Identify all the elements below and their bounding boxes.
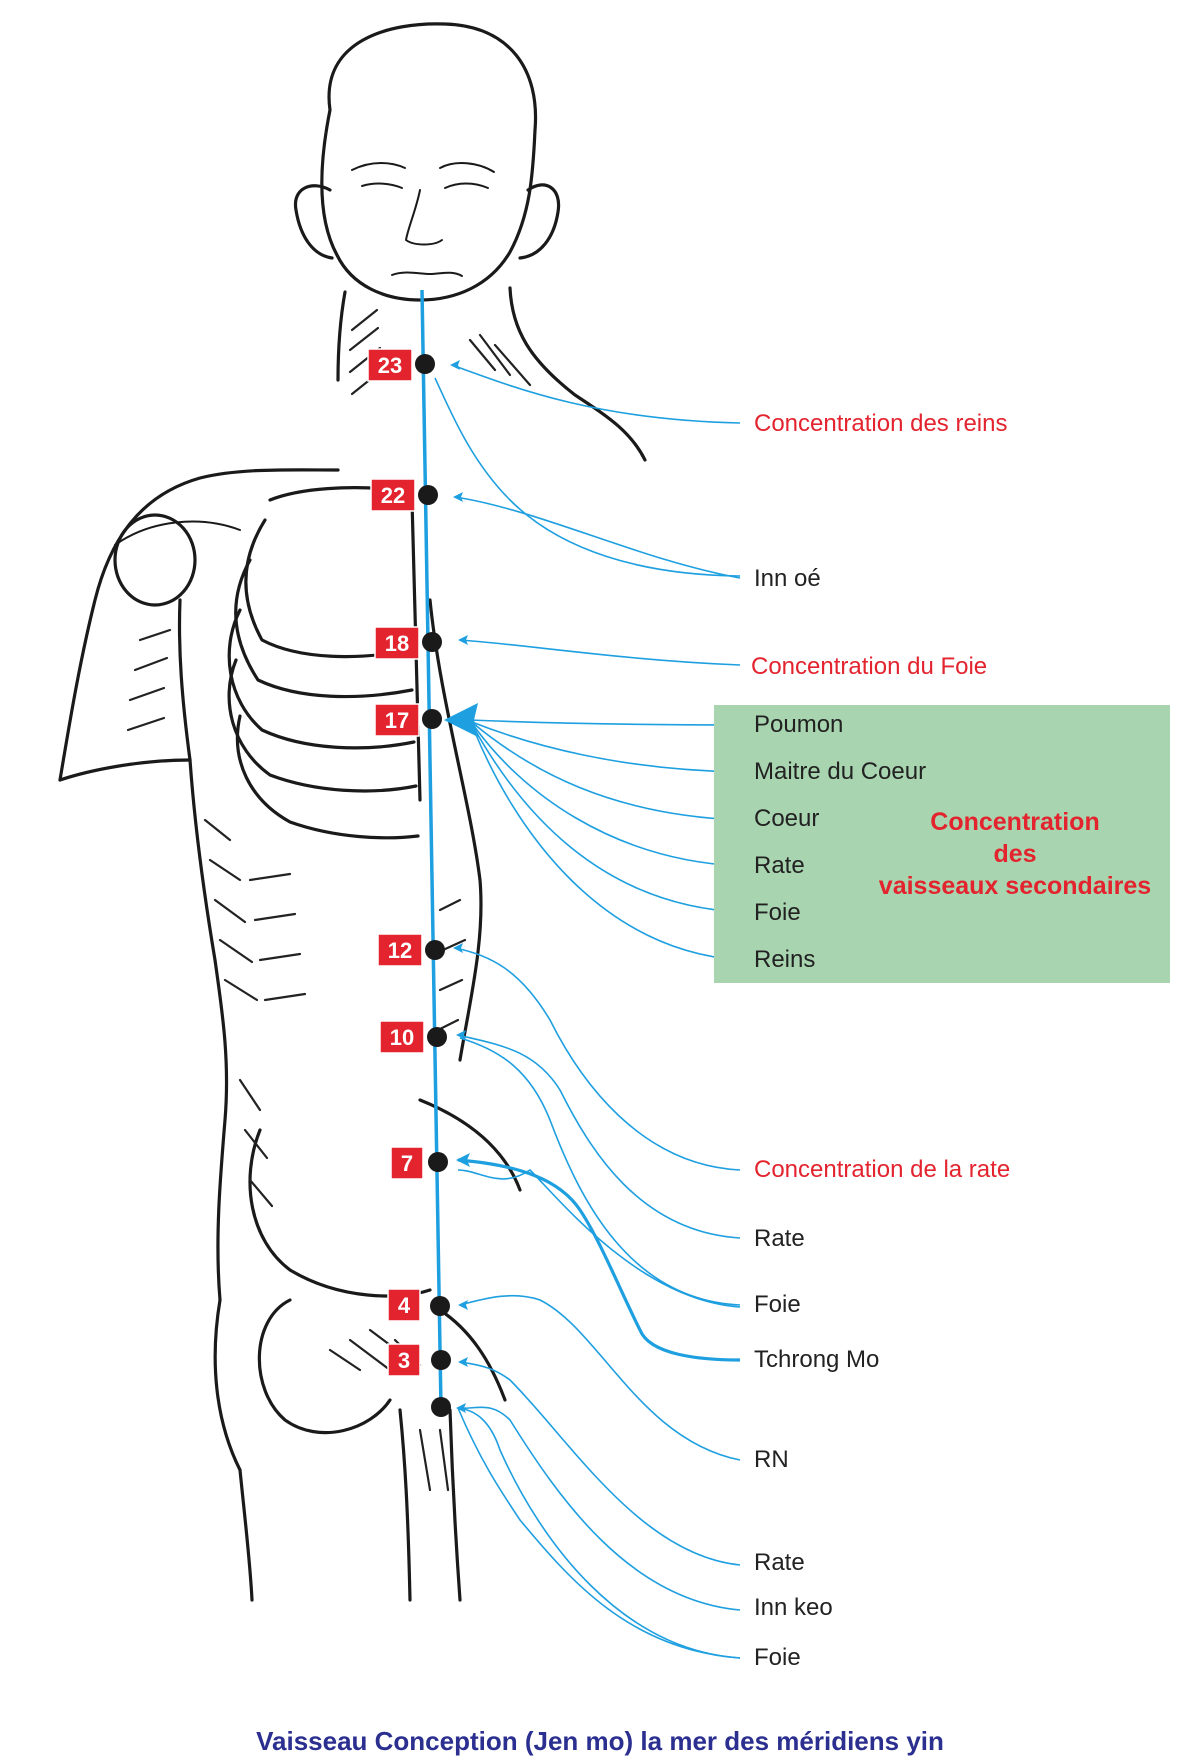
point-dot	[425, 940, 445, 960]
acupoint-4: 4	[387, 1288, 450, 1322]
acupoint-3: 3	[387, 1343, 451, 1377]
point-number: 23	[378, 353, 402, 378]
pelvis-left	[213, 1298, 242, 1472]
point-number: 22	[381, 483, 405, 508]
secondary-vessels-box	[714, 705, 1170, 983]
acupoint-10: 10	[379, 1020, 447, 1054]
conception-vessel-line	[420, 289, 443, 1409]
point-dot	[431, 1350, 451, 1370]
point-dot-end	[431, 1397, 451, 1417]
label-rate-a: Rate	[754, 1225, 805, 1252]
human-figure-illustration	[58, 22, 647, 1602]
point-badge	[370, 478, 416, 512]
group-title-line2: des	[993, 840, 1037, 868]
left-shoulder	[58, 468, 340, 782]
group-item-coeur: Coeur	[754, 805, 820, 832]
point-badge	[374, 703, 420, 737]
point-number: 12	[388, 938, 412, 963]
acupoint-23: 23	[367, 348, 435, 382]
label-rn: RN	[754, 1446, 789, 1473]
point-number: 18	[385, 631, 409, 656]
group-item-maitre-du-coeur: Maitre du Coeur	[754, 758, 927, 785]
label-foie-a: Foie	[754, 1291, 801, 1318]
label-inn-oe: Inn oé	[754, 565, 821, 592]
group-item-reins: Reins	[754, 946, 816, 973]
label-concentration-foie: Concentration du Foie	[751, 653, 988, 680]
group-item-foie: Foie	[754, 899, 801, 926]
right-ear	[518, 183, 561, 260]
group-title-line1: Concentration	[930, 808, 1100, 836]
figure-caption: Vaisseau Conception (Jen mo) la mer des …	[256, 1726, 944, 1756]
pelvis-right	[438, 1308, 507, 1402]
left-ear	[293, 184, 334, 260]
point-badge	[379, 1020, 425, 1054]
left-thigh	[238, 1468, 254, 1602]
label-tchrong-mo: Tchrong Mo	[754, 1346, 880, 1373]
acupoints: 23 22 18 17 12 10 7 4 3	[367, 348, 451, 1417]
group-title: Concentration des vaisseaux secondaires	[850, 806, 1180, 902]
point-dot	[415, 354, 435, 374]
point-badge	[367, 348, 413, 382]
point-number: 4	[398, 1293, 411, 1318]
acupoint-12: 12	[377, 933, 445, 967]
acupoint-22: 22	[370, 478, 438, 512]
group-title-line3: vaisseaux secondaires	[878, 872, 1152, 900]
point-number: 17	[385, 708, 409, 733]
point-badge	[390, 1146, 424, 1180]
group-arrowhead	[444, 703, 478, 737]
leader-lines	[434, 364, 741, 1659]
left-arm-inner	[177, 598, 192, 762]
neck-left	[336, 290, 347, 382]
point-badge	[374, 626, 420, 660]
point-number: 3	[398, 1348, 410, 1373]
point-dot	[422, 632, 442, 652]
head-outline	[320, 22, 538, 302]
point-dot	[428, 1152, 448, 1172]
label-concentration-reins: Concentration des reins	[754, 410, 1008, 437]
neck-right	[508, 286, 647, 462]
acupoint-7: 7	[390, 1146, 448, 1180]
label-rate-b: Rate	[754, 1549, 805, 1576]
small-arrowheads	[450, 360, 470, 1413]
left-leg-inner	[398, 1408, 412, 1602]
label-concentration-rate: Concentration de la rate	[754, 1156, 1011, 1183]
label-foie-b: Foie	[754, 1644, 801, 1671]
point-dot	[418, 485, 438, 505]
label-inn-keo: Inn keo	[754, 1594, 833, 1621]
torso-right-side	[428, 598, 483, 1062]
point-number: 7	[401, 1151, 413, 1176]
acupoint-18: 18	[374, 626, 442, 660]
left-arm-outer	[58, 758, 192, 782]
torso-left-side	[188, 758, 229, 1302]
right-leg-inner	[448, 1408, 462, 1602]
point-badge	[387, 1288, 421, 1322]
point-number: 10	[390, 1025, 414, 1050]
figure-shading	[126, 308, 532, 1492]
acupoint-17: 17	[374, 703, 442, 737]
point-dot	[427, 1027, 447, 1047]
point-dot	[430, 1296, 450, 1316]
group-item-rate: Rate	[754, 852, 805, 879]
group-item-poumon: Poumon	[754, 711, 844, 738]
pelvis-ring	[257, 1298, 392, 1435]
point-badge	[387, 1343, 421, 1377]
point-badge	[377, 933, 423, 967]
point-dot	[422, 709, 442, 729]
